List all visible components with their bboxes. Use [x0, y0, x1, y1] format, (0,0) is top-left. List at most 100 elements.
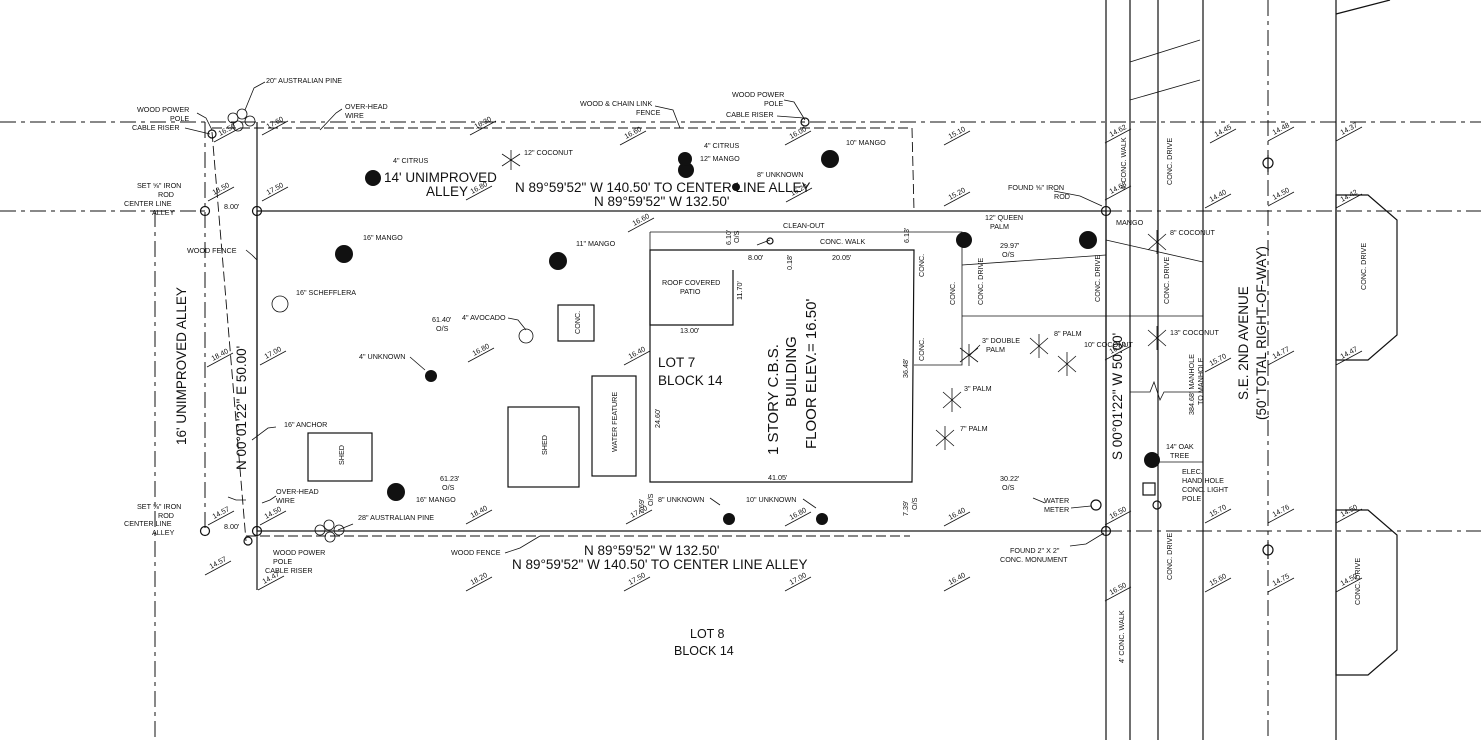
iron-rod-bottom-left [251, 525, 263, 537]
dim-8-00-bottom: 8.00' [224, 522, 240, 531]
set-iron-bottom-1: SET ⅝" IRON [137, 502, 181, 511]
water-feature-label: WATER FEATURE [610, 392, 619, 452]
wood-power-pole-bottom-1: WOOD POWER [273, 548, 325, 557]
conc-walk-4-label-bottom: 4' CONC. WALK [1117, 610, 1126, 663]
dim-7-69: 7.69' [637, 498, 646, 514]
cable-riser-bottom: CABLE RISER [265, 566, 313, 575]
elec-2: HAND HOLE [1182, 476, 1224, 485]
dim-30-22-os: O/S [1002, 483, 1015, 492]
unknown-10-icon [816, 513, 828, 525]
cl-alley-top-2: ALLEY [152, 208, 175, 217]
overhead-bottom-2: WIRE [276, 496, 295, 505]
found-monument-2: CONC. MONUMENT [1000, 555, 1068, 564]
mango-10a-icon [821, 150, 839, 168]
fence-top-2: FENCE [636, 108, 661, 117]
dim-61-40: 61.40' [432, 315, 452, 324]
drive-top [1129, 39, 1201, 63]
conc-walk-4-label-top: 4' CONC. WALK [1119, 137, 1128, 190]
dim-0-18: 0.18' [785, 254, 794, 270]
cl-alley-top-1: CENTER LINE [124, 199, 172, 208]
mango-16a-icon [335, 245, 353, 263]
alley-top-label-2: ALLEY [426, 184, 468, 199]
coconut-10-label: 10" COCONUT [1084, 340, 1133, 349]
water-meter-1: WATER [1044, 496, 1069, 505]
elec-1: ELEC. [1182, 467, 1203, 476]
coconut-10-icon [1057, 352, 1077, 376]
elevation-ticks [204, 120, 1363, 602]
drive-line-3 [1105, 239, 1204, 263]
coconut-13-label: 13" COCONUT [1170, 328, 1219, 337]
palm-8-label: 8" PALM [1054, 329, 1082, 338]
avenue-label-2: (50' TOTAL RIGHT-OF-WAY) [1254, 246, 1269, 420]
oak-tree-icon [1144, 452, 1160, 468]
found-iron-2: ROD [1054, 192, 1070, 201]
conc-east-label-2: CONC. [917, 338, 926, 361]
cable-riser-top: CABLE RISER [726, 110, 774, 119]
shed-small-label: SHED [337, 445, 346, 465]
lot7-label: LOT 7 [658, 355, 695, 370]
palm-8-icon [1029, 334, 1049, 358]
centerline-symbol-bottom [1262, 542, 1274, 559]
palm-3-label: 3" PALM [964, 384, 992, 393]
palm-3-icon [942, 388, 962, 412]
australian-pine-20-icon [227, 108, 256, 132]
drive-top-2 [1129, 79, 1201, 101]
bearing-bottom-inner: N 89°59'52" W 132.50' [584, 543, 719, 558]
dim-7-39: 7.39' [901, 500, 910, 516]
building-line-1: 1 STORY C.B.S. [765, 344, 782, 455]
unknown-8a-icon [732, 183, 740, 191]
dim-29-97: 29.97' [1000, 241, 1020, 250]
water-meter-2: METER [1044, 505, 1069, 514]
mango-11-icon [549, 252, 567, 270]
building-line-3: FLOOR ELEV.= 16.50' [803, 299, 820, 449]
north-fence-east [911, 127, 915, 212]
elec-3: CONC. LIGHT [1182, 485, 1229, 494]
queen-palm-label-2: PALM [990, 222, 1009, 231]
bearing-top-outer: N 89°59'52" W 140.50' TO CENTER LINE ALL… [515, 180, 811, 195]
dim-7-39-os: O/S [910, 497, 919, 510]
mango-right-label: MANGO [1116, 218, 1144, 227]
dim-20-05: 20.05' [832, 253, 852, 262]
light-pole [1152, 500, 1162, 510]
coconut-13-icon [1147, 326, 1167, 350]
unknown-8b-icon [723, 513, 735, 525]
schefflera-16-label: 16" SCHEFFLERA [296, 288, 356, 297]
centerline-symbol-top [1262, 155, 1274, 172]
conc-drive-label-1: CONC. DRIVE [976, 258, 985, 305]
set-iron-bottom-2: ROD [158, 511, 174, 520]
block14-label: BLOCK 14 [658, 373, 723, 388]
double-palm-label-1: 3" DOUBLE [982, 336, 1020, 345]
shed-large [507, 406, 580, 488]
fence-top-1: WOOD & CHAIN LINK [580, 99, 652, 108]
conc-east-label-3: CONC. [948, 282, 957, 305]
conc-drive-label-6: CONC. DRIVE [1359, 243, 1368, 290]
avenue-label-1: S.E. 2ND AVENUE [1236, 286, 1251, 400]
dim-8-00-patio: 8.00' [748, 253, 764, 262]
set-iron-top-1: SET ⅝" IRON [137, 181, 181, 190]
dim-11-70: 11.70' [735, 281, 744, 300]
aus-pine-20-label: 20" AUSTRALIAN PINE [266, 76, 342, 85]
conc-drive-label-7: CONC. DRIVE [1353, 558, 1362, 605]
unknown-4-label: 4" UNKNOWN [359, 352, 405, 361]
queen-palm-label-1: 12" QUEEN [985, 213, 1023, 222]
wood-power-pole-top-1: WOOD POWER [732, 90, 784, 99]
citrus-4a-icon [365, 170, 381, 186]
anchor-label: 16" ANCHOR [284, 420, 327, 429]
far-walk-top [1335, 0, 1391, 15]
dim-30-22: 30.22' [1000, 474, 1020, 483]
conc-walk-label: CONC. WALK [820, 237, 865, 246]
dim-36-48: 36.48' [901, 358, 910, 378]
conc-pad-label: CONC. [573, 311, 582, 334]
dim-7-69-os: O/S [646, 493, 655, 506]
dim-6-10: 6.10' [724, 229, 733, 245]
dim-8-00-top: 8.00' [224, 202, 240, 211]
conc-drive-label-3: CONC. DRIVE [1162, 257, 1171, 304]
bearing-right: S 00°01'22" W 50.00' [1110, 333, 1125, 460]
conc-drive-label-5: CONC. DRIVE [1165, 533, 1174, 580]
west-fence [211, 131, 247, 542]
manhole-1: 384.68' MANHOLE [1187, 354, 1196, 415]
mango-11-label: 11" MANGO [576, 239, 616, 248]
bearing-top-inner: N 89°59'52" W 132.50' [594, 194, 729, 209]
roof-patio-label-1: ROOF COVERED [662, 278, 720, 287]
found-iron-rod [1100, 205, 1112, 217]
